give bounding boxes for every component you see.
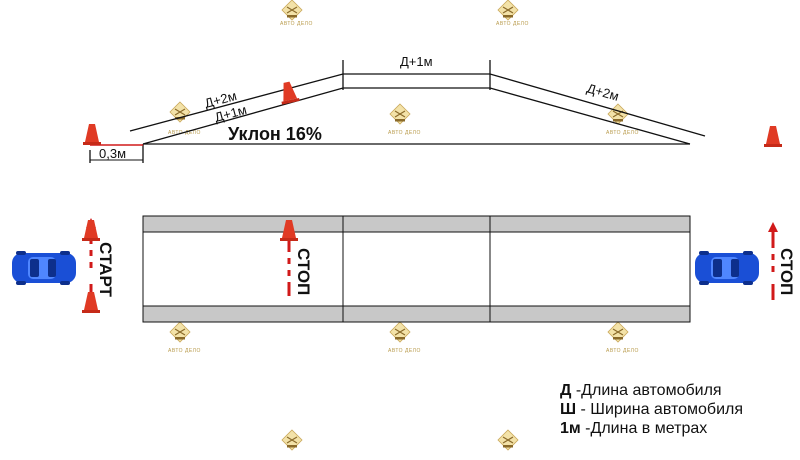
ramp-profile: [89, 60, 706, 163]
stop-label-right: СТОП: [777, 248, 796, 295]
watermark-logo: АВТО ДЕЛО: [496, 0, 529, 27]
stop-marker-right: [768, 222, 778, 300]
ramp-plan: [142, 215, 691, 323]
car-icon-left: [12, 251, 76, 285]
svg-text:АВТО ДЕЛО: АВТО ДЕЛО: [606, 130, 639, 136]
ramp-surface: [142, 87, 691, 145]
platform-body: [142, 231, 691, 307]
cone-icon: [82, 220, 100, 241]
svg-text:АВТО ДЕЛО: АВТО ДЕЛО: [168, 348, 201, 354]
svg-text:АВТО ДЕЛО: АВТО ДЕЛО: [280, 21, 313, 27]
start-label: СТАРТ: [96, 242, 115, 298]
watermark-logo: АВТО ДЕЛО: [606, 103, 639, 136]
car-icon-right: [695, 251, 759, 285]
platform-strip-bottom: [142, 305, 691, 323]
ramp-dimension-line: [129, 73, 706, 137]
slope-label: Уклон 16%: [228, 124, 322, 144]
legend-row: Д -Длина автомобиля: [560, 382, 722, 399]
watermark-logo: АВТО ДЕЛО: [388, 103, 421, 136]
svg-text:АВТО ДЕЛО: АВТО ДЕЛО: [388, 130, 421, 136]
watermark-logo: АВТО ДЕЛО: [280, 0, 313, 27]
watermark-logo: АВТО ДЕЛО: [388, 321, 421, 354]
cone-icon: [83, 124, 101, 145]
label-d-plus-1m-top: Д+1м: [400, 54, 433, 69]
label-d-plus-2m-right: Д+2м: [585, 80, 620, 103]
platform-strip-top: [142, 215, 691, 233]
svg-text:АВТО ДЕЛО: АВТО ДЕЛО: [496, 21, 529, 27]
offset-label: 0,3м: [99, 146, 126, 161]
svg-text:АВТО ДЕЛО: АВТО ДЕЛО: [388, 348, 421, 354]
watermark-logo: [281, 429, 303, 451]
svg-text:АВТО ДЕЛО: АВТО ДЕЛО: [606, 348, 639, 354]
stop-label-middle: СТОП: [294, 248, 313, 295]
watermark-logo: АВТО ДЕЛО: [606, 321, 639, 354]
watermark-logo: [497, 429, 519, 451]
legend-row: Ш - Ширина автомобиля: [560, 401, 744, 418]
legend: Д -Длина автомобиля Ш - Ширина автомобил…: [560, 381, 743, 438]
cone-icon: [764, 126, 782, 147]
watermark-logo: АВТО ДЕЛО: [168, 321, 201, 354]
cone-icon: [277, 80, 300, 105]
legend-row: 1м -Длина в метрах: [560, 420, 708, 437]
